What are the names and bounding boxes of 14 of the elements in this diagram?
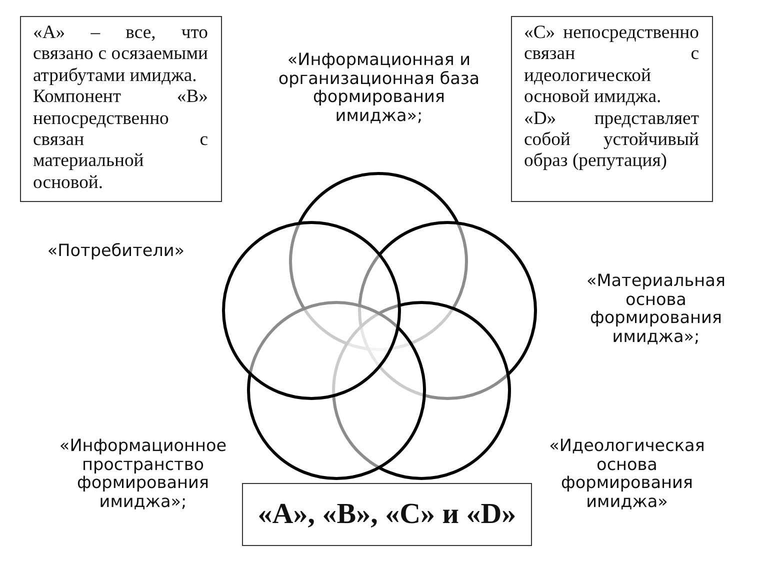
circle-label: «Материальная основа формирования имиджа»; <box>586 271 726 346</box>
summary-text: «A», «B», «C» и «D» <box>258 498 516 531</box>
circle-label: «Потребители» <box>46 241 186 260</box>
note-text: Компонент «B» непосредственно связан с материальной основой. <box>33 86 208 194</box>
note-box <box>511 16 713 202</box>
note-box <box>20 16 222 202</box>
venn-circle <box>222 220 400 400</box>
circle-label: «Информационная и организационная база формирования имиджа»; <box>277 50 481 124</box>
note-text: «C» непосредственно связан с идеологической основой имиджа. <box>524 22 699 108</box>
summary-box <box>242 483 532 546</box>
circle-label: «Идеологическая основа формирования имиджа» <box>548 436 706 510</box>
circle-label: «Информационное пространство формирования имиджа»; <box>58 436 228 510</box>
note-text: «A» – все, что связано с осязаемыми атрибутами имиджа. <box>33 22 208 86</box>
note-text: «D» представляет собой устойчивый образ (репутация) <box>524 108 699 172</box>
